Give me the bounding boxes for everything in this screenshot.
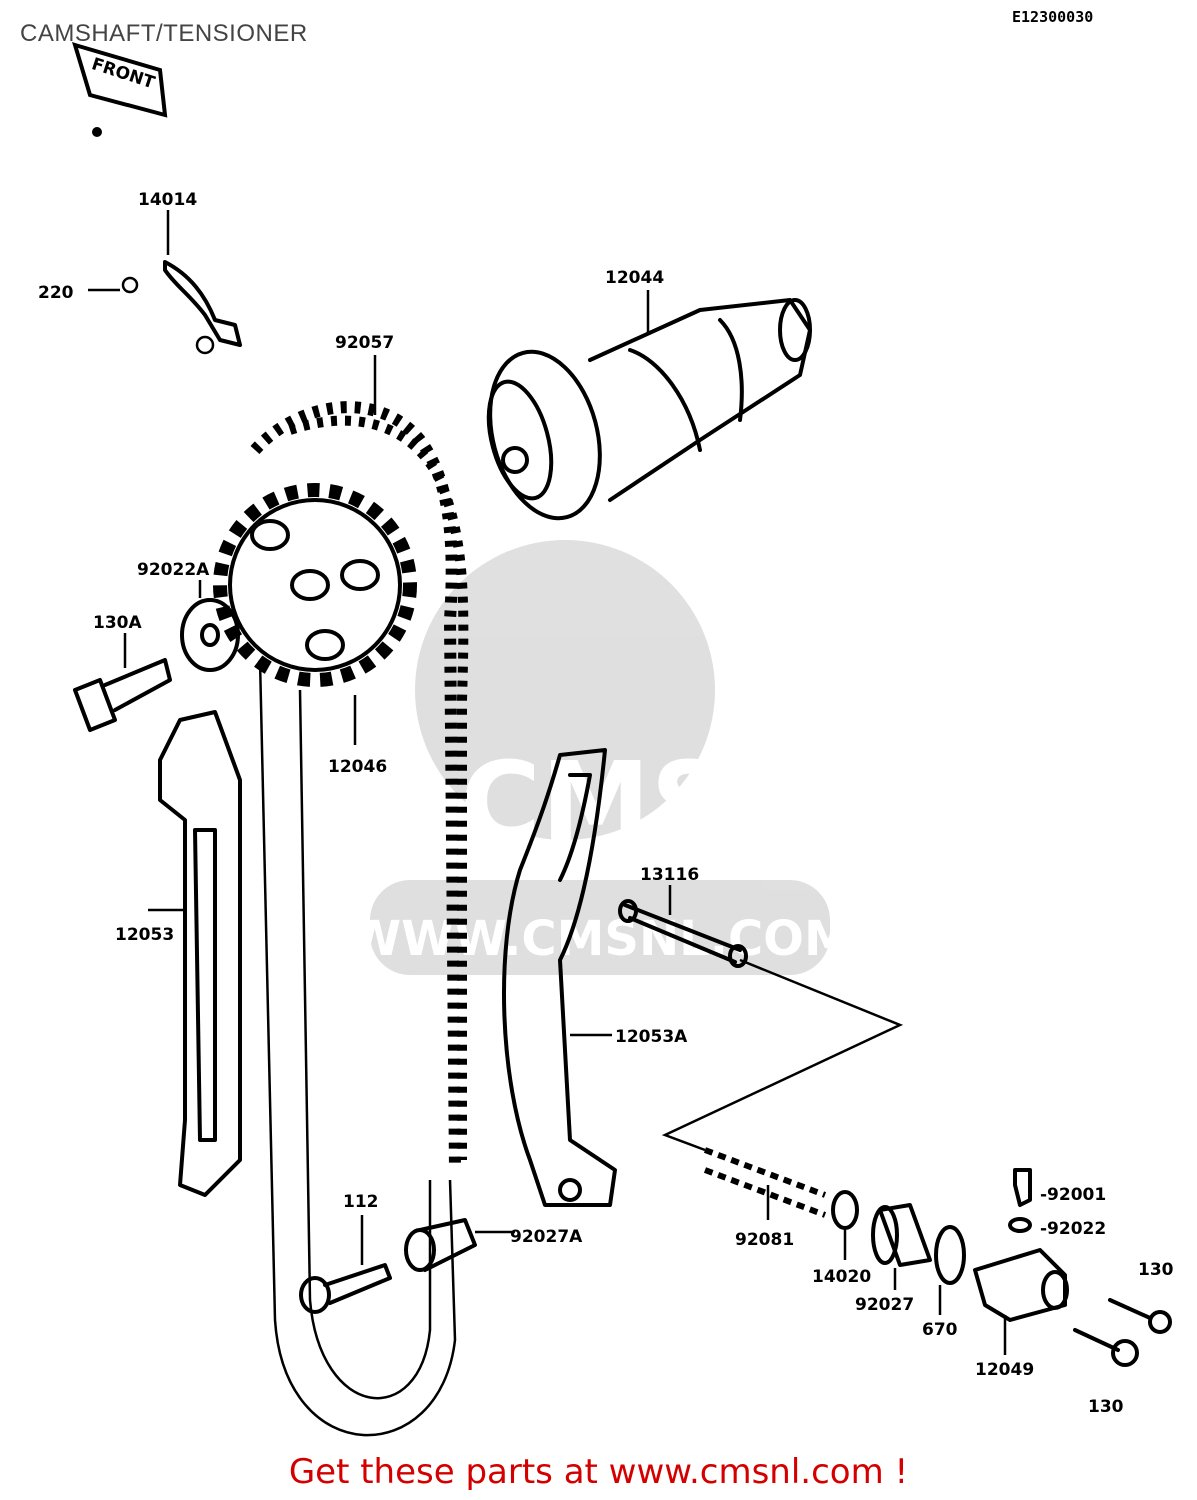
collar-92027a <box>404 1218 515 1272</box>
label-14020: 14020 <box>812 1267 871 1287</box>
label-12046: 12046 <box>328 757 387 777</box>
bolt-112 <box>299 1215 392 1314</box>
washer-14020 <box>831 1190 859 1260</box>
cam-chain-92057 <box>250 355 469 1171</box>
spring-92081 <box>703 1147 827 1220</box>
label-92022: -92022 <box>1040 1219 1106 1239</box>
label-92057: 92057 <box>335 333 394 353</box>
diagram-code: E12300030 <box>1012 8 1094 26</box>
o-ring-670 <box>934 1225 966 1315</box>
label-92027: 92027 <box>855 1295 914 1315</box>
bolt-130-lower <box>1073 1328 1139 1367</box>
label-12044: 12044 <box>605 268 664 288</box>
cmsnl-watermark: CMS WWW.CMSNL.COM <box>348 540 852 975</box>
front-arrow: FRONT <box>72 42 168 137</box>
chain-guide-12053 <box>148 710 242 1197</box>
label-92001: -92001 <box>1040 1185 1106 1205</box>
bolt-130a <box>73 633 172 732</box>
label-112: 112 <box>343 1192 379 1212</box>
label-14014: 14014 <box>138 190 197 210</box>
label-12053: 12053 <box>115 925 174 945</box>
watermark-url-text: WWW.CMSNL.COM <box>348 911 852 967</box>
bolt-92001 <box>1008 1168 1032 1233</box>
bracket-14014 <box>88 210 242 355</box>
bolt-130-upper <box>1108 1298 1172 1334</box>
label-92022a: 92022A <box>137 560 210 580</box>
camshaft-12044 <box>486 290 812 521</box>
label-12049: 12049 <box>975 1360 1034 1380</box>
tensioner-guide-12053a <box>502 748 617 1207</box>
label-670: 670 <box>922 1320 958 1340</box>
label-92081: 92081 <box>735 1230 794 1250</box>
label-13116: 13116 <box>640 865 699 885</box>
pin-13116 <box>618 885 748 968</box>
washer-92022a <box>180 580 240 672</box>
label-130-upper: 130 <box>1138 1260 1174 1280</box>
page-title: CAMSHAFT/TENSIONER <box>20 20 308 47</box>
piston-92027 <box>871 1203 932 1290</box>
watermark-logo-text: CMS <box>460 738 729 866</box>
footer-promo-link[interactable]: Get these parts at www.cmsnl.com ! <box>288 1452 909 1492</box>
label-220: 220 <box>38 283 74 303</box>
label-130a: 130A <box>93 613 142 633</box>
tensioner-body-12049 <box>973 1248 1069 1355</box>
label-130-lower: 130 <box>1088 1397 1124 1417</box>
label-12053a: 12053A <box>615 1027 688 1047</box>
cam-sprocket-12046 <box>213 483 417 745</box>
label-92027a: 92027A <box>510 1227 583 1247</box>
